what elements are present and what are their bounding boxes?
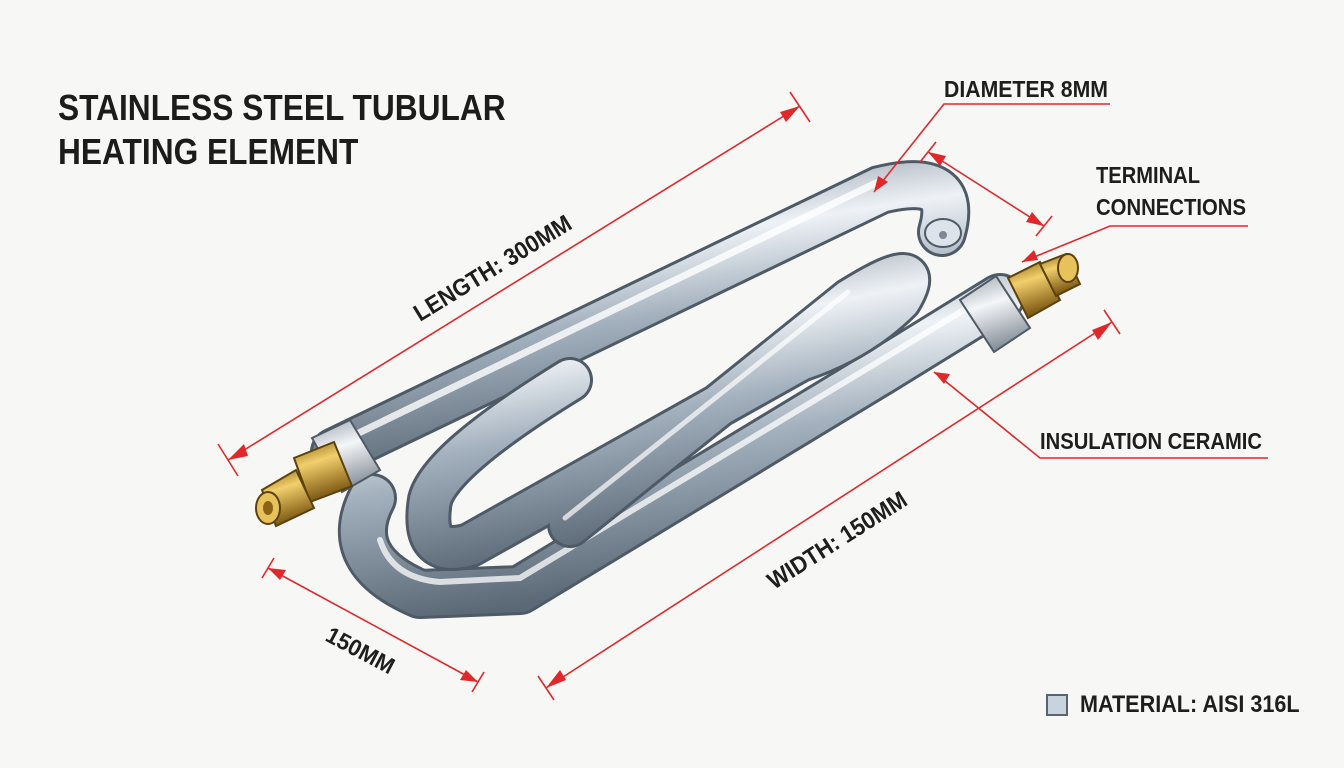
width-label: WIDTH: 150MM [763, 486, 912, 595]
length-arrow-end [780, 106, 800, 122]
material-legend: MATERIAL: AISI 316L [1046, 691, 1324, 718]
diameter-label: DIAMETER 8MM [944, 76, 1108, 102]
length-label: LENGTH: 300MM [409, 210, 577, 327]
left-terminal [255, 418, 382, 528]
material-swatch [1046, 694, 1068, 716]
title-line-2: HEATING ELEMENT [58, 131, 359, 172]
insulation-leader-arrow [934, 372, 950, 384]
tube-surface-lower [341, 276, 1022, 616]
dimension-arrowheads [228, 106, 1112, 688]
terminal-leader [1021, 225, 1248, 263]
length-arrow-start [228, 444, 248, 460]
right-terminal [958, 252, 1082, 354]
width-dimension-line [545, 321, 1113, 689]
title-line-1: STAINLESS STEEL TUBULAR [58, 87, 506, 128]
insulation-label: INSULATION CERAMIC [1040, 428, 1262, 454]
diameter-leader [873, 103, 1110, 193]
length-dimension-line [227, 105, 801, 461]
diameter-span-arrow-start [928, 152, 946, 166]
terminal-label-line-1: TERMINAL [1096, 162, 1200, 188]
left-stud-hole [263, 501, 273, 515]
terminal-leader-arrow [1022, 250, 1038, 262]
diameter-leader-arrow [874, 176, 888, 192]
small-arrow-start [268, 568, 286, 580]
diameter-span-arrow-end [1026, 212, 1044, 226]
right-stud-end [1057, 253, 1079, 283]
tube [310, 160, 1025, 619]
tube-surface-inner [408, 255, 928, 568]
tube-highlight-lower [377, 291, 993, 586]
length-tick-end [789, 91, 811, 123]
terminal-label-line-2: CONNECTIONS [1096, 194, 1246, 220]
small-dimension-line [267, 567, 479, 683]
diameter-span-line [927, 151, 1045, 227]
insulation-leader [933, 371, 1268, 459]
width-arrow-end [1092, 322, 1112, 340]
diagram-title: STAINLESS STEEL TUBULAR HEATING ELEMENT [58, 86, 506, 174]
small-dimension-label: 150MM [322, 621, 400, 679]
width-arrow-start [546, 670, 566, 688]
tube-highlight-inner [562, 289, 851, 521]
right-collar [958, 274, 1032, 354]
small-arrow-end [460, 670, 478, 682]
material-label: MATERIAL: AISI 316L [1080, 691, 1300, 718]
tube-surface-outer [313, 163, 968, 474]
tube-end-cap-icon [939, 231, 947, 239]
tube-highlight-outer [336, 178, 882, 446]
